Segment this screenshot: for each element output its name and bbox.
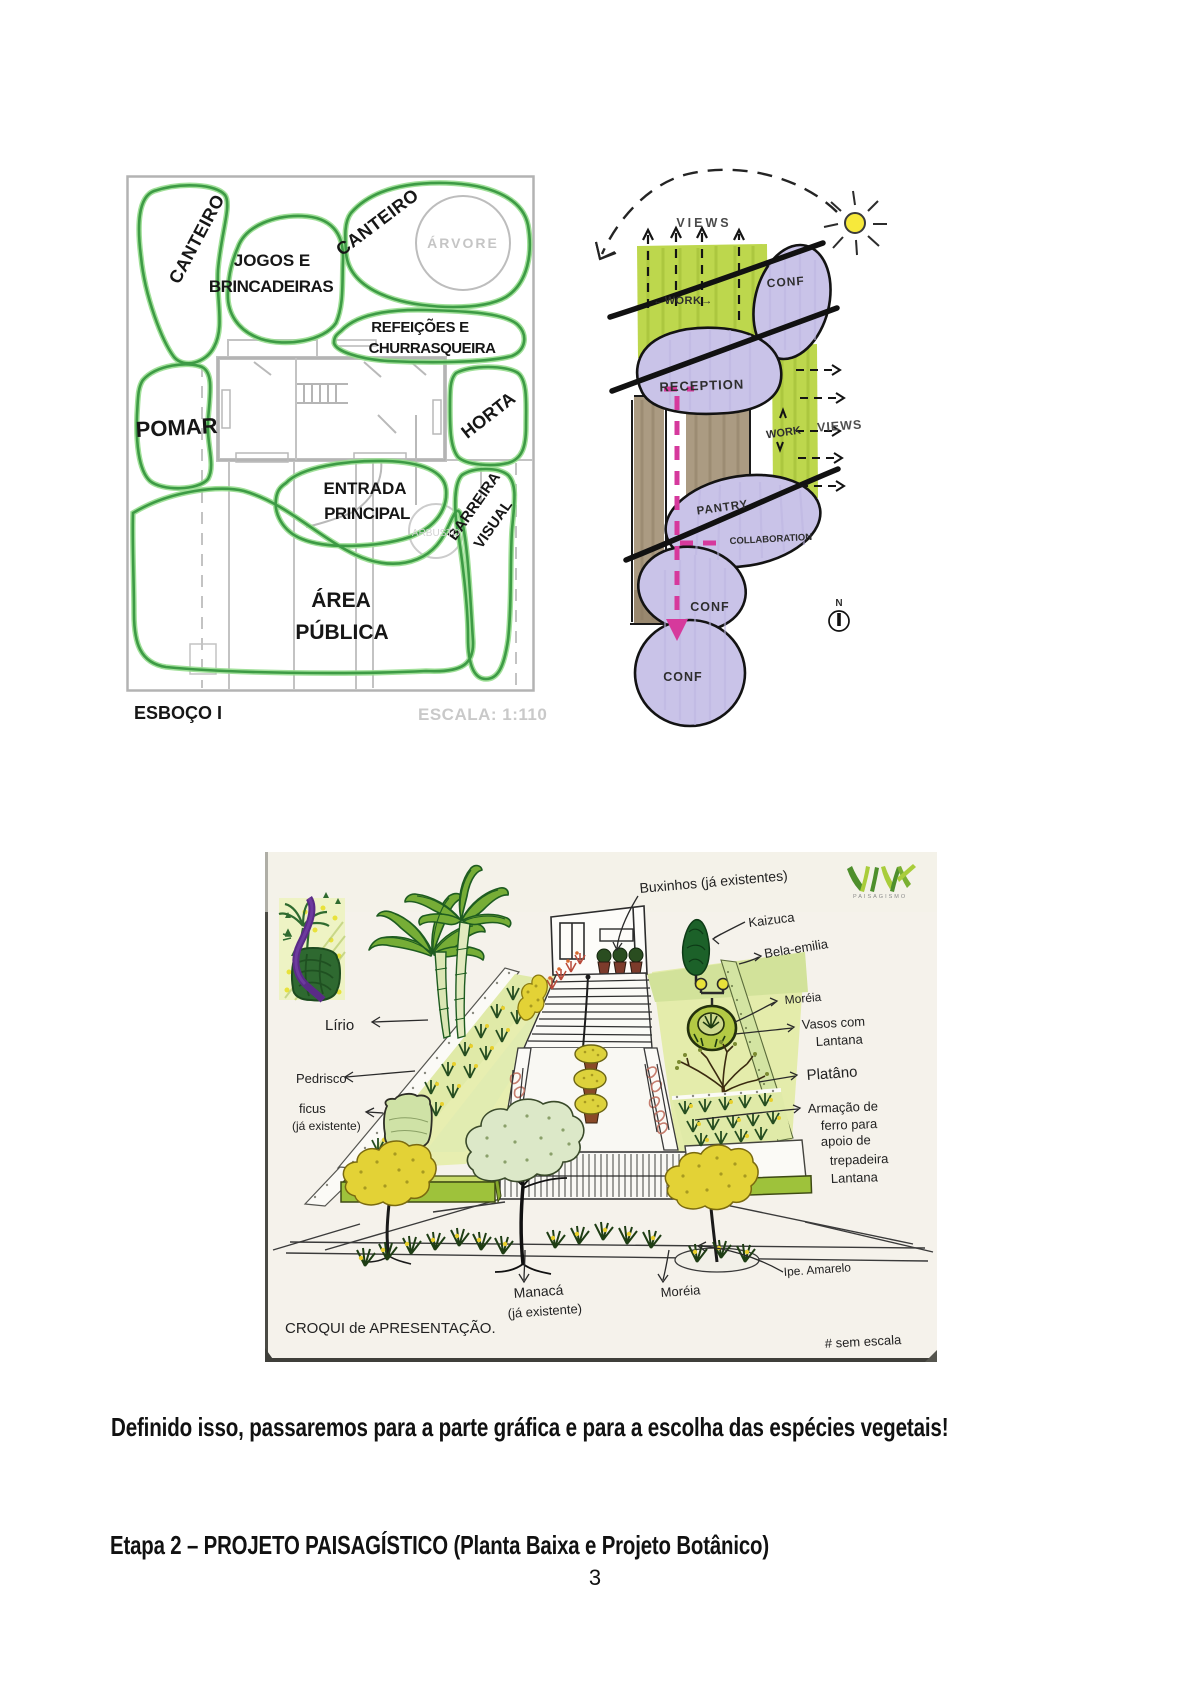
svg-text:PAISAGISMO: PAISAGISMO — [853, 894, 907, 900]
svg-text:CHURRASQUEIRA: CHURRASQUEIRA — [369, 340, 497, 357]
svg-text:Moréia: Moréia — [660, 1282, 701, 1300]
svg-text:ESBOÇO I: ESBOÇO I — [134, 703, 222, 723]
svg-text:ARBUSTO: ARBUSTO — [412, 528, 460, 539]
svg-text:POMAR: POMAR — [135, 413, 218, 442]
svg-text:trepadeira: trepadeira — [830, 1151, 890, 1168]
svg-text:ENTRADA: ENTRADA — [323, 479, 406, 498]
svg-text:apoio de: apoio de — [821, 1132, 871, 1149]
svg-text:# sem escala: # sem escala — [824, 1332, 902, 1351]
svg-text:RECEPTION: RECEPTION — [659, 377, 744, 395]
svg-text:JOGOS E: JOGOS E — [234, 251, 311, 270]
svg-text:ÁRVORE: ÁRVORE — [427, 235, 499, 251]
svg-text:CONF: CONF — [766, 274, 805, 291]
svg-text:PRINCIPAL: PRINCIPAL — [324, 504, 410, 523]
svg-text:Manacá: Manacá — [513, 1282, 564, 1301]
svg-text:Pedrisco: Pedrisco — [296, 1071, 347, 1086]
svg-text:Lírio: Lírio — [325, 1017, 354, 1034]
svg-text:BRINCADEIRAS: BRINCADEIRAS — [209, 277, 334, 296]
svg-text:PÚBLICA: PÚBLICA — [295, 620, 388, 644]
svg-text:VIEWS: VIEWS — [817, 417, 863, 434]
svg-text:COLLABORATION: COLLABORATION — [729, 532, 812, 547]
svg-text:ferro para: ferro para — [821, 1116, 879, 1133]
svg-text:←WORK→: ←WORK→ — [653, 295, 713, 307]
svg-text:CONF: CONF — [690, 600, 729, 614]
svg-text:VIEWS: VIEWS — [676, 216, 731, 230]
svg-text:ÁREA: ÁREA — [311, 589, 371, 612]
svg-text:Moréia: Moréia — [784, 990, 822, 1007]
svg-text:(já existente): (já existente) — [292, 1119, 361, 1133]
svg-text:Ipe. Amarelo: Ipe. Amarelo — [783, 1260, 852, 1279]
svg-text:Armação de: Armação de — [808, 1099, 879, 1116]
svg-text:WORK: WORK — [766, 425, 802, 442]
svg-text:CONF: CONF — [663, 670, 702, 684]
svg-text:CROQUI de APRESENTAÇÃO.: CROQUI de APRESENTAÇÃO. — [285, 1320, 496, 1337]
svg-text:ficus: ficus — [299, 1101, 326, 1116]
svg-text:REFEIÇÕES E: REFEIÇÕES E — [371, 318, 469, 336]
svg-text:Vasos com: Vasos com — [801, 1014, 865, 1032]
svg-text:Platâno: Platâno — [806, 1063, 858, 1084]
svg-text:N: N — [835, 598, 842, 609]
svg-text:(já existente): (já existente) — [507, 1301, 582, 1321]
svg-text:Lantana: Lantana — [831, 1169, 879, 1186]
svg-text:Lantana: Lantana — [815, 1032, 863, 1049]
svg-text:Kaizuca: Kaizuca — [748, 909, 796, 930]
svg-text:ESCALA: 1:110: ESCALA: 1:110 — [418, 705, 547, 724]
